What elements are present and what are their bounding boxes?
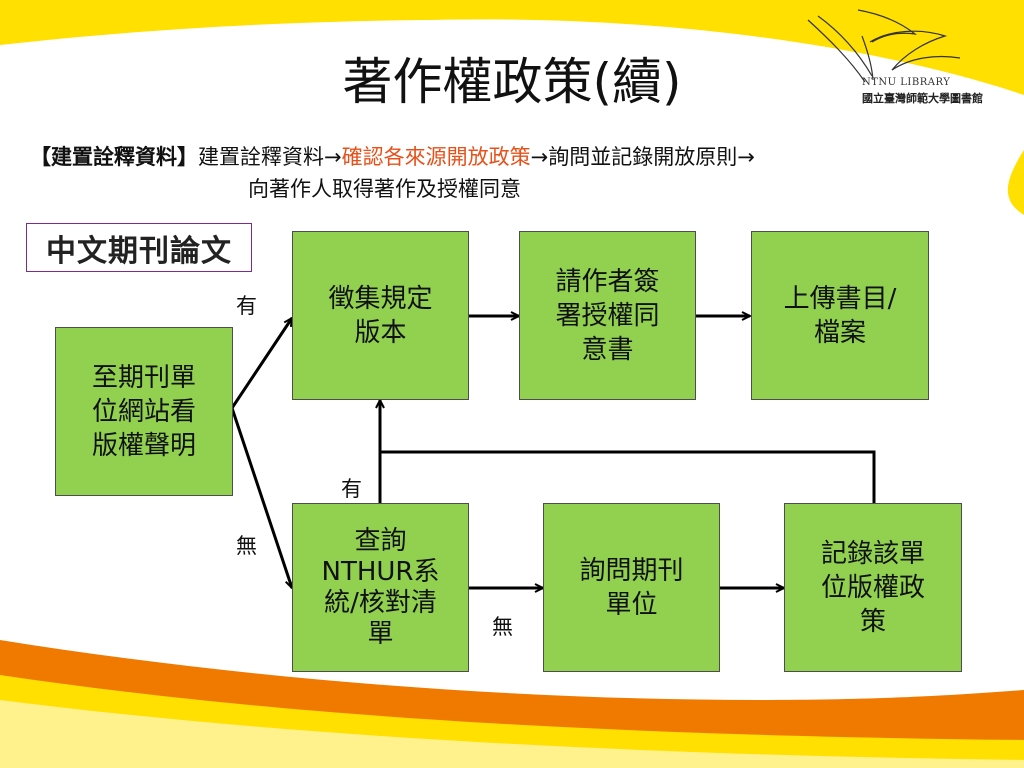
node-query-line: 統/核對清 bbox=[324, 587, 437, 618]
logo-text-zh: 國立臺灣師範大學圖書館 bbox=[862, 92, 983, 105]
arrow-start-to-query bbox=[230, 407, 292, 588]
node-query-line: 查詢 bbox=[354, 525, 407, 556]
edge-label-no-bottom: 無 bbox=[492, 615, 513, 639]
page-title: 著作權政策(續) bbox=[342, 53, 682, 111]
node-collect-version: 徵集規定 版本 bbox=[292, 231, 469, 400]
subtitle-part-2: →詢問並記錄開放原則→ bbox=[530, 145, 755, 169]
subtitle-part-1: 建置詮釋資料→ bbox=[198, 145, 342, 169]
logo-text-en: NTNU LIBRARY bbox=[862, 77, 951, 88]
bottom-white-swoosh bbox=[0, 700, 1024, 768]
node-collect-line: 版本 bbox=[354, 317, 407, 348]
arrow-record-to-collect bbox=[380, 450, 876, 503]
ntnu-library-logo-icon bbox=[807, 9, 961, 83]
node-query-line: NTHUR系 bbox=[321, 556, 440, 587]
top-white-swoosh bbox=[0, 19, 1024, 141]
edge-label-yes-top: 有 bbox=[236, 294, 257, 318]
node-record-line: 策 bbox=[859, 606, 886, 637]
edge-label-yes-mid: 有 bbox=[341, 477, 362, 501]
node-record-policy: 記錄該單 位版權政 策 bbox=[784, 503, 962, 672]
right-yellow-curve bbox=[1007, 150, 1024, 215]
node-start-line: 至期刊單 bbox=[91, 362, 196, 393]
node-start: 至期刊單 位網站看 版權聲明 bbox=[55, 327, 233, 496]
node-ask-journal: 詢問期刊 單位 bbox=[543, 503, 720, 672]
subtitle-bracket: 【建置詮釋資料】 bbox=[30, 145, 198, 169]
node-ask-line: 詢問期刊 bbox=[579, 555, 684, 586]
node-query-nthur: 查詢 NTHUR系 統/核對清 單 bbox=[292, 503, 469, 672]
node-upload: 上傳書目/ 檔案 bbox=[751, 231, 929, 400]
subtitle-line-1: 【建置詮釋資料】建置詮釋資料→確認各來源開放政策→詢問並記錄開放原則→ bbox=[30, 142, 755, 172]
node-record-line: 記錄該單 bbox=[820, 538, 925, 569]
node-query-line: 單 bbox=[367, 618, 394, 649]
edge-label-no-left: 無 bbox=[236, 534, 257, 558]
node-upload-line: 檔案 bbox=[813, 317, 866, 348]
node-upload-line: 上傳書目/ bbox=[783, 283, 897, 314]
top-yellow-swoosh bbox=[0, 0, 1024, 95]
node-ask-line: 單位 bbox=[605, 589, 658, 620]
node-sign-line: 請作者簽 bbox=[555, 266, 660, 297]
arrow-start-to-collect bbox=[230, 318, 294, 409]
node-sign-agreement: 請作者簽 署授權同 意書 bbox=[519, 231, 696, 400]
node-collect-line: 徵集規定 bbox=[328, 283, 433, 314]
node-record-line: 位版權政 bbox=[820, 572, 925, 603]
node-start-line: 位網站看 bbox=[91, 396, 196, 427]
node-sign-line: 意書 bbox=[581, 334, 634, 365]
subtitle-line-2: 向著作人取得著作及授權同意 bbox=[248, 177, 521, 201]
node-sign-line: 署授權同 bbox=[555, 300, 660, 331]
node-start-line: 版權聲明 bbox=[91, 430, 196, 461]
subtitle-highlight: 確認各來源開放政策 bbox=[341, 145, 531, 169]
category-label: 中文期刊論文 bbox=[26, 223, 252, 272]
